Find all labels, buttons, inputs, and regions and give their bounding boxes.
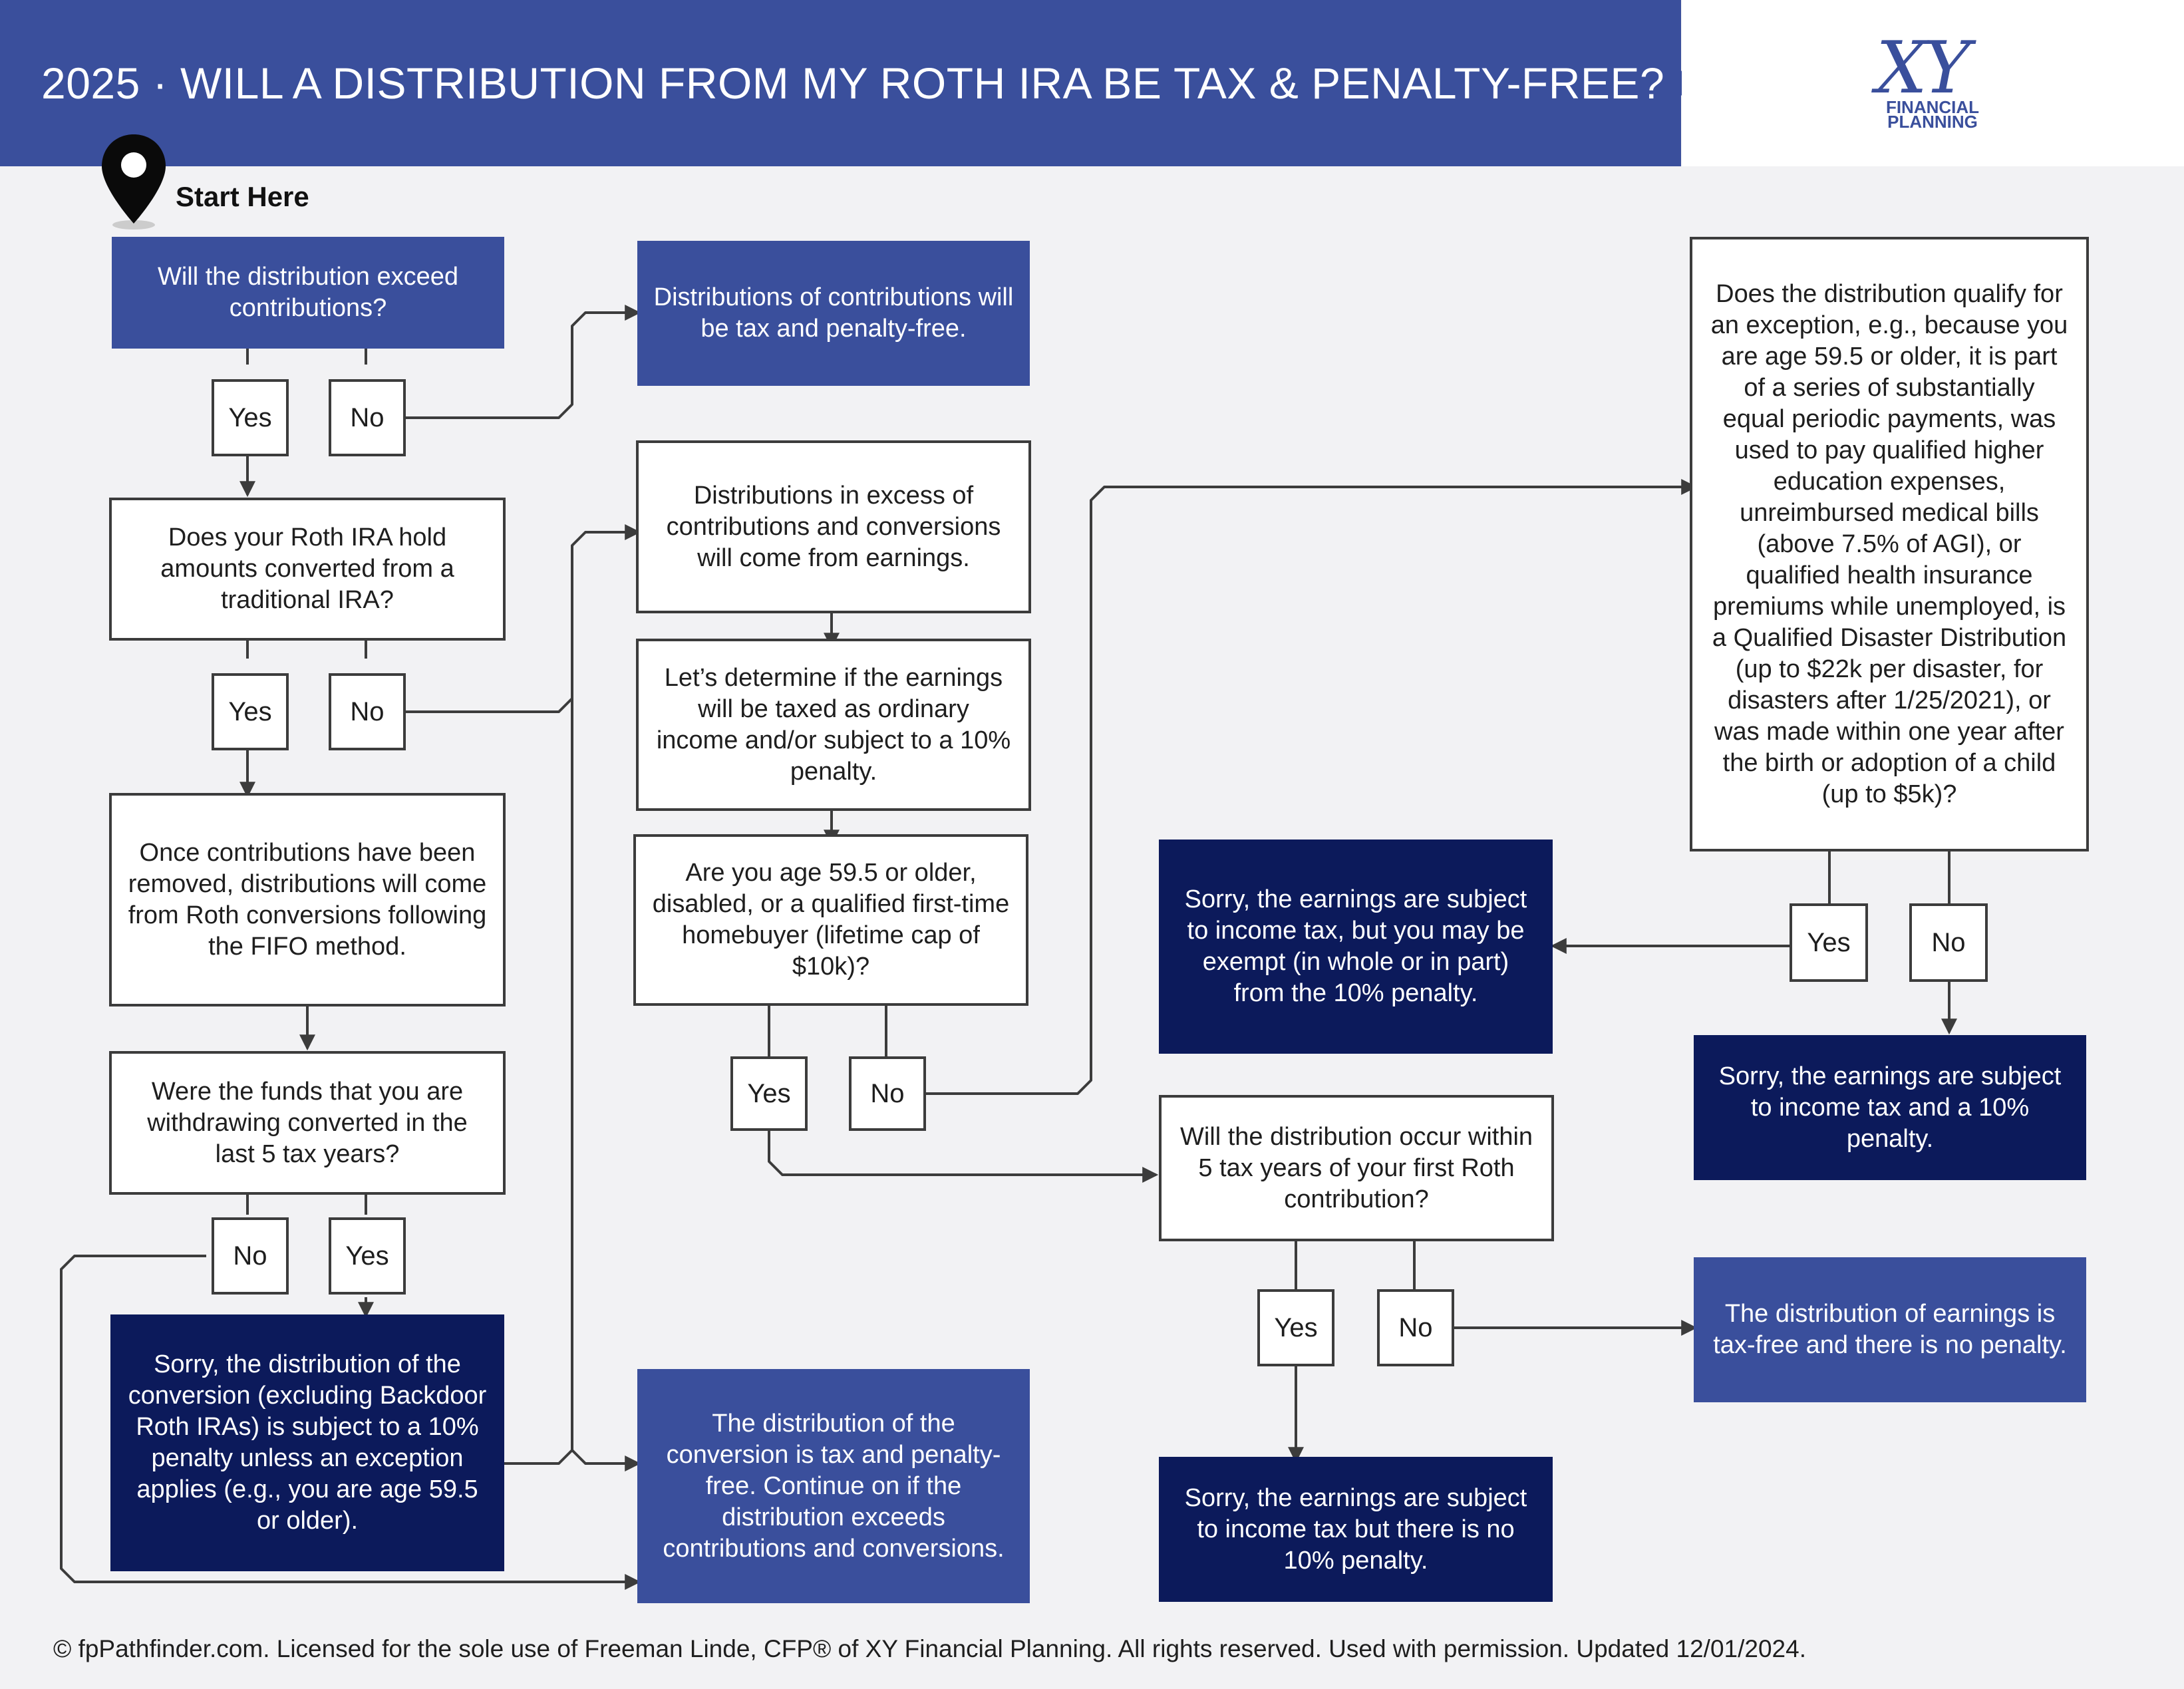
map-pin-icon bbox=[102, 134, 166, 230]
result-exempt-from-penalty: Sorry, the earnings are subject to incom… bbox=[1159, 840, 1553, 1054]
question-qualify-exception: Does the distribution qualify for an exc… bbox=[1690, 237, 2089, 851]
copyright-footer: © fpPathfinder.com. Licensed for the sol… bbox=[53, 1635, 1806, 1662]
question-converted-last-5-years: Were the funds that you are withdrawing … bbox=[109, 1051, 506, 1195]
header-bar bbox=[0, 0, 1681, 166]
answer-no-five-years: No bbox=[212, 1217, 289, 1295]
answer-yes-exceed: Yes bbox=[212, 379, 289, 456]
answer-no-age: No bbox=[849, 1056, 926, 1131]
logo-panel bbox=[1682, 0, 2184, 166]
result-earnings-tax-free: The distribution of earnings is tax-free… bbox=[1694, 1257, 2086, 1402]
connector-age-yes-down bbox=[768, 1131, 1159, 1183]
question-age-disabled-homebuyer: Are you age 59.5 or older, disabled, or … bbox=[633, 834, 1028, 1006]
page-title: 2025 · WILL A DISTRIBUTION FROM MY ROTH … bbox=[41, 59, 1665, 108]
answer-no-converted: No bbox=[329, 673, 406, 750]
result-fifo-conversions: Once contributions have been removed, di… bbox=[109, 793, 506, 1006]
result-excess-from-earnings: Distributions in excess of contributions… bbox=[636, 440, 1031, 613]
answer-yes-five-years: Yes bbox=[329, 1217, 406, 1295]
result-contributions-tax-free: Distributions of contributions will be t… bbox=[637, 241, 1030, 386]
connector-penalty-up bbox=[504, 692, 573, 1465]
question-within-5-years-first-contribution: Will the distribution occur within 5 tax… bbox=[1159, 1095, 1554, 1241]
xy-logo-icon: XY bbox=[1876, 27, 1970, 110]
logo-text-line2: PLANNING bbox=[1887, 112, 1978, 132]
result-determine-earnings-tax: Let’s determine if the earnings will be … bbox=[636, 639, 1031, 811]
answer-yes-exception: Yes bbox=[1790, 903, 1868, 982]
answer-yes-converted: Yes bbox=[212, 673, 289, 750]
logo-text-line1: FINANCIAL bbox=[1885, 97, 1980, 117]
answer-yes-within-5: Yes bbox=[1257, 1289, 1334, 1366]
answer-yes-age: Yes bbox=[730, 1056, 808, 1131]
connector-q2-no-right bbox=[406, 524, 641, 713]
result-conversion-penalty: Sorry, the distribution of the conversio… bbox=[110, 1314, 504, 1571]
connector-q3-no-loop bbox=[60, 1255, 641, 1590]
answer-no-exceed: No bbox=[329, 379, 406, 456]
connector-age-no-right bbox=[926, 479, 1698, 1095]
answer-no-within-5: No bbox=[1377, 1289, 1454, 1366]
result-income-tax-and-penalty: Sorry, the earnings are subject to incom… bbox=[1694, 1035, 2086, 1180]
answer-no-exception: No bbox=[1909, 903, 1988, 982]
connector-split-to-conv-free bbox=[571, 1449, 641, 1471]
connector-q1-no-right bbox=[406, 305, 641, 419]
question-exceed-contributions: Will the distribution exceed contributio… bbox=[112, 237, 504, 349]
result-income-tax-no-penalty: Sorry, the earnings are subject to incom… bbox=[1159, 1457, 1553, 1602]
start-here-label: Start Here bbox=[176, 181, 309, 212]
result-conversion-tax-free: The distribution of the conversion is ta… bbox=[637, 1369, 1030, 1603]
question-converted-amounts: Does your Roth IRA hold amounts converte… bbox=[109, 498, 506, 641]
